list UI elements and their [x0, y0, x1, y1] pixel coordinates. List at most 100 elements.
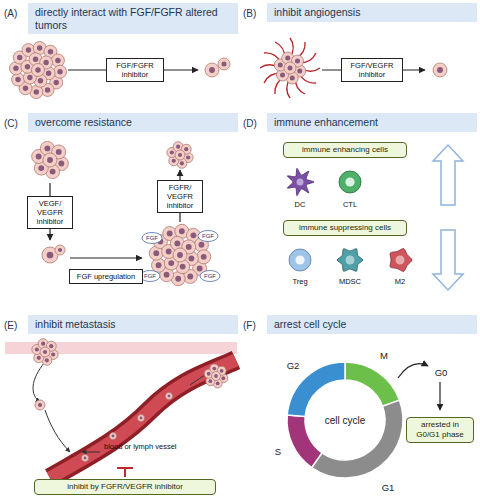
arrow [45, 410, 70, 452]
phase-label: G0 [435, 368, 448, 378]
box-text: immune enhancing cells [289, 145, 401, 155]
nucleus [57, 69, 62, 74]
nucleus [43, 350, 47, 354]
panel-letter: (B) [243, 8, 256, 19]
panel-title: inhibit metastasis [35, 318, 231, 331]
cell [284, 62, 296, 74]
box-text: arrested in G0/G1 phase [412, 420, 468, 439]
nucleus [168, 395, 171, 398]
cell-group-box: immune enhancing cells [283, 142, 407, 158]
nucleus [278, 62, 283, 67]
ligand-label: FGF [144, 273, 156, 280]
inhibitor-box: FGFR/ VEGFR inhibitor [157, 180, 203, 213]
nucleus [34, 89, 39, 94]
nucleus [37, 45, 42, 50]
panel-header: directly interact with FGF/FGFR altered … [28, 3, 238, 34]
cell [138, 415, 145, 422]
nucleus [58, 161, 64, 167]
cycle-phase [287, 415, 322, 468]
nucleus [437, 67, 443, 73]
cell [32, 64, 45, 77]
cell [197, 250, 211, 264]
nucleus [166, 249, 172, 255]
nucleus [346, 256, 355, 265]
cell-label: DC [295, 201, 306, 209]
phase-label: S [275, 447, 281, 457]
nucleus [184, 147, 188, 151]
nucleus [295, 59, 300, 64]
nucleus [345, 177, 354, 186]
nucleus [199, 242, 205, 248]
panel-title: arrest cell cycle [274, 318, 470, 331]
nucleus [38, 78, 43, 83]
nucleus [25, 64, 30, 69]
nucleus [56, 149, 62, 155]
nucleus [187, 274, 193, 280]
box-text: VEGF/ VEGFR inhibitor [32, 199, 68, 226]
nucleus [290, 75, 295, 80]
inhibitor-box: FGF/VEGFR inhibitor [341, 58, 403, 82]
cell-group-box: immune suppressing cells [283, 220, 407, 236]
nucleus [164, 272, 170, 278]
macrophage-cell [390, 249, 412, 272]
cell [175, 150, 185, 160]
phase-label: G1 [382, 483, 395, 493]
nucleus [55, 58, 60, 63]
mdsc-cell [337, 249, 363, 272]
nucleus [47, 157, 53, 163]
nucleus [26, 47, 31, 52]
vessel-label: blood or lymph vessel [104, 443, 177, 451]
result-box: arrested in G0/G1 phase [406, 417, 474, 442]
cell-label: CTL [343, 201, 357, 209]
cycle-phase [345, 362, 400, 406]
nucleus [197, 265, 203, 271]
nucleus [15, 77, 20, 82]
cell [339, 171, 361, 193]
cell [51, 54, 64, 67]
nucleus [280, 72, 285, 77]
nucleus [167, 231, 173, 237]
process-box: FGF upregulation [69, 269, 143, 284]
fgf-ligand [140, 271, 160, 282]
ligand-label: FGF [202, 233, 214, 240]
dendritic-cell [287, 168, 314, 195]
cell [166, 393, 173, 400]
fgf-ligand [198, 231, 218, 242]
nucleus [27, 75, 32, 80]
ligand-label: FGF [204, 273, 216, 280]
nucleus [186, 244, 192, 250]
nucleus [13, 66, 18, 71]
phase-label: G2 [287, 361, 300, 371]
nucleus [35, 67, 40, 72]
increase-arrow [433, 145, 463, 205]
nucleus [36, 154, 42, 160]
nucleus [43, 60, 48, 65]
nucleus [49, 344, 53, 348]
nucleus [50, 169, 56, 175]
nucleus [84, 457, 87, 460]
nucleus [177, 252, 183, 258]
inhibitor-box: VEGF/ VEGFR inhibitor [27, 196, 73, 229]
arrow [70, 257, 142, 258]
cell [54, 65, 67, 78]
leader-arrow [82, 452, 100, 453]
decrease-arrow [433, 230, 463, 290]
cell [433, 63, 447, 77]
nucleus [170, 150, 174, 154]
nucleus [37, 356, 41, 360]
nucleus [179, 228, 185, 234]
panel-header: inhibit angiogensis [267, 3, 477, 22]
nucleus [297, 179, 304, 186]
inhibitor-box: FGF/FGFR inhibitor [106, 58, 164, 82]
nucleus [45, 87, 50, 92]
panel-header: immune enhancement [267, 113, 477, 132]
nucleus [221, 376, 225, 380]
nucleus [208, 379, 212, 383]
nucleus [46, 71, 51, 76]
box-text: immune suppressing cells [289, 223, 401, 233]
box-text: FGF upregulation [74, 272, 138, 281]
nucleus [48, 49, 53, 54]
nucleus [221, 61, 226, 66]
panel-header: inhibit metastasis [28, 315, 238, 334]
